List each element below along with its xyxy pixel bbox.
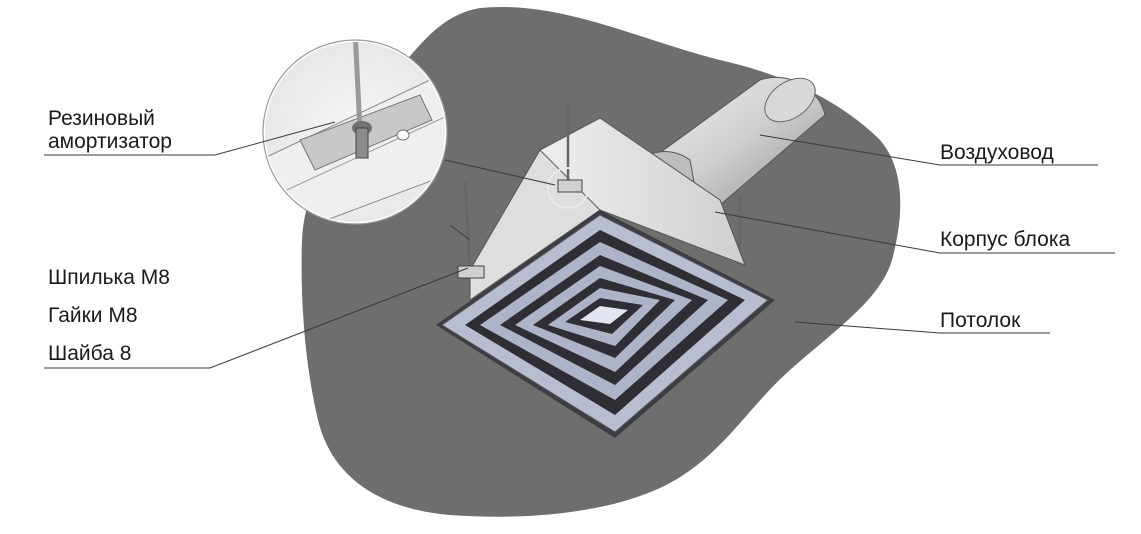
leader-zoom-to-stud	[449, 224, 471, 241]
hanging-studs	[463, 102, 742, 271]
leader-air-duct	[759, 134, 1098, 166]
label-unit-housing: Корпус блока	[940, 228, 1071, 251]
label-ceiling: Потолок	[940, 309, 1021, 332]
ceiling-grille	[436, 210, 775, 438]
leader-stud	[44, 267, 469, 369]
leader-rubber-damper	[44, 121, 336, 156]
label-rubber-damper-line1: Резиновый	[48, 107, 155, 130]
zoom-detail	[262, 39, 448, 225]
label-washer: Шайба 8	[48, 342, 132, 365]
label-air-duct: Воздуховод	[940, 141, 1054, 164]
leader-ceiling	[794, 321, 1050, 334]
leader-zoom-to-housing	[444, 159, 556, 186]
label-stud: Шпилька М8	[48, 266, 170, 289]
label-rubber-damper-line2: амортизатор	[48, 130, 172, 153]
label-nuts: Гайки М8	[48, 304, 138, 327]
detail-marker	[547, 167, 589, 209]
leader-lines	[44, 121, 1115, 369]
leader-unit-housing	[714, 211, 1115, 254]
